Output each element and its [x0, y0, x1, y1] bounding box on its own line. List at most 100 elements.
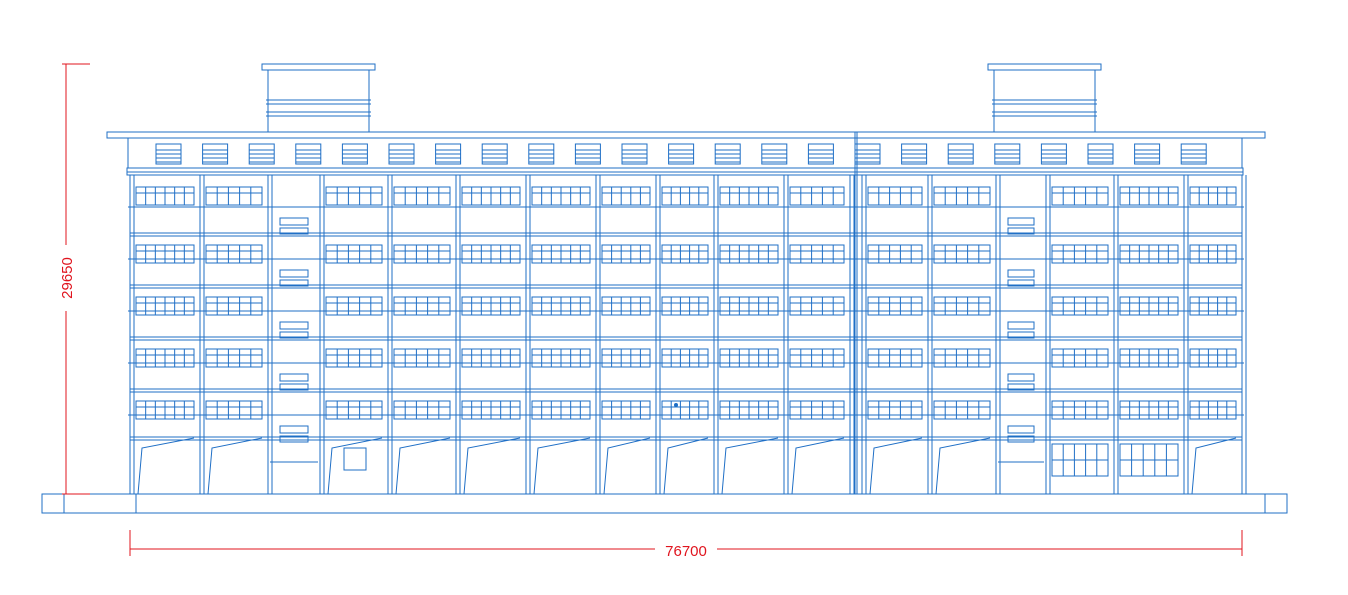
parapet-louvre: [202, 143, 229, 165]
window-frame: [393, 186, 451, 206]
ground-door: [343, 447, 367, 471]
window-bay: [393, 400, 451, 420]
window-bay: [719, 296, 779, 316]
window-bay: [1051, 244, 1109, 264]
window-frame: [661, 348, 709, 368]
window-bay: [135, 400, 195, 420]
window-bay: [789, 296, 845, 316]
ground-shopfront: [869, 437, 923, 495]
ground-window-bay: [1051, 443, 1109, 477]
window-bay: [1051, 400, 1109, 420]
ground-shopfront: [721, 437, 779, 495]
window-frame: [661, 244, 709, 264]
window-frame: [1189, 348, 1237, 368]
parapet-louvre: [1040, 143, 1067, 165]
ground-shopfront: [791, 437, 845, 495]
stairwell-2: [998, 217, 1044, 463]
window-bay: [531, 244, 591, 264]
window-bay: [601, 186, 651, 206]
stair-landing: [1007, 217, 1035, 226]
roof-slab: [106, 131, 1266, 139]
window-bay: [325, 400, 383, 420]
window-frame: [933, 296, 991, 316]
window-bay: [393, 296, 451, 316]
window-bay: [531, 296, 591, 316]
window-frame: [205, 348, 263, 368]
stair-window: [1007, 331, 1035, 339]
ground-base: [41, 493, 1288, 514]
stair-landing: [1007, 373, 1035, 382]
window-frame: [1189, 244, 1237, 264]
window-bay: [661, 296, 709, 316]
ground-shopfront: [207, 437, 263, 495]
rooftop-body: [267, 69, 370, 133]
window-frame: [325, 348, 383, 368]
ground-shopfront: [663, 437, 709, 495]
rooftop-structure-1: [261, 63, 376, 133]
ground-shopfront: [603, 437, 651, 495]
window-frame: [601, 186, 651, 206]
window-frame: [601, 348, 651, 368]
window-bay: [325, 244, 383, 264]
window-bay: [1189, 296, 1237, 316]
window-bay: [601, 348, 651, 368]
window-bay: [789, 244, 845, 264]
window-bay: [719, 400, 779, 420]
stairwell-1: [270, 217, 318, 463]
window-bay: [531, 186, 591, 206]
window-frame: [601, 244, 651, 264]
window-bay: [325, 348, 383, 368]
window-bay: [933, 296, 991, 316]
window-frame: [661, 400, 709, 420]
ground-shopfront: [935, 437, 991, 495]
parapet-louvre: [761, 143, 788, 165]
window-bay: [135, 244, 195, 264]
window-frame: [661, 296, 709, 316]
window-frame: [867, 186, 923, 206]
window-bay: [1189, 244, 1237, 264]
window-bay: [205, 296, 263, 316]
window-frame: [1051, 400, 1109, 420]
window-frame: [1189, 186, 1237, 206]
stair-landing: [279, 425, 309, 434]
parapet-louvre: [947, 143, 974, 165]
window-bay: [601, 244, 651, 264]
dimension-lines: [55, 63, 1243, 558]
stair-window: [279, 383, 309, 391]
rooftop-cap: [261, 63, 376, 71]
parapet-louvre: [248, 143, 275, 165]
window-bay: [867, 244, 923, 264]
window-frame: [393, 400, 451, 420]
height-label-mask: [55, 245, 77, 311]
window-frame: [933, 244, 991, 264]
ground-shopfront: [463, 437, 521, 495]
parapet-louvre: [854, 143, 881, 165]
rooftop-cap: [987, 63, 1102, 71]
parapet-louvre: [807, 143, 834, 165]
window-bay: [205, 348, 263, 368]
window-bay: [205, 244, 263, 264]
stair-landing: [279, 373, 309, 382]
stair-landing: [279, 321, 309, 330]
ground-shopfront: [327, 437, 383, 495]
ground-shopfront: [137, 437, 195, 495]
window-bay: [719, 348, 779, 368]
rooftop-body: [993, 69, 1096, 133]
ground-shopfront: [1191, 437, 1237, 495]
ground-window-bay: [1119, 443, 1179, 477]
window-bay: [1051, 186, 1109, 206]
window-frame: [867, 348, 923, 368]
window-bay: [719, 186, 779, 206]
window-bay: [135, 348, 195, 368]
window-bay: [933, 244, 991, 264]
ground-shopfront: [395, 437, 451, 495]
stair-window: [279, 279, 309, 287]
window-frame: [393, 296, 451, 316]
window-frame: [1051, 296, 1109, 316]
window-bay: [661, 348, 709, 368]
window-frame: [325, 186, 383, 206]
window-frame: [789, 244, 845, 264]
window-frame: [933, 186, 991, 206]
parapet-louvre: [714, 143, 741, 165]
parapet-ledge: [126, 167, 1244, 173]
